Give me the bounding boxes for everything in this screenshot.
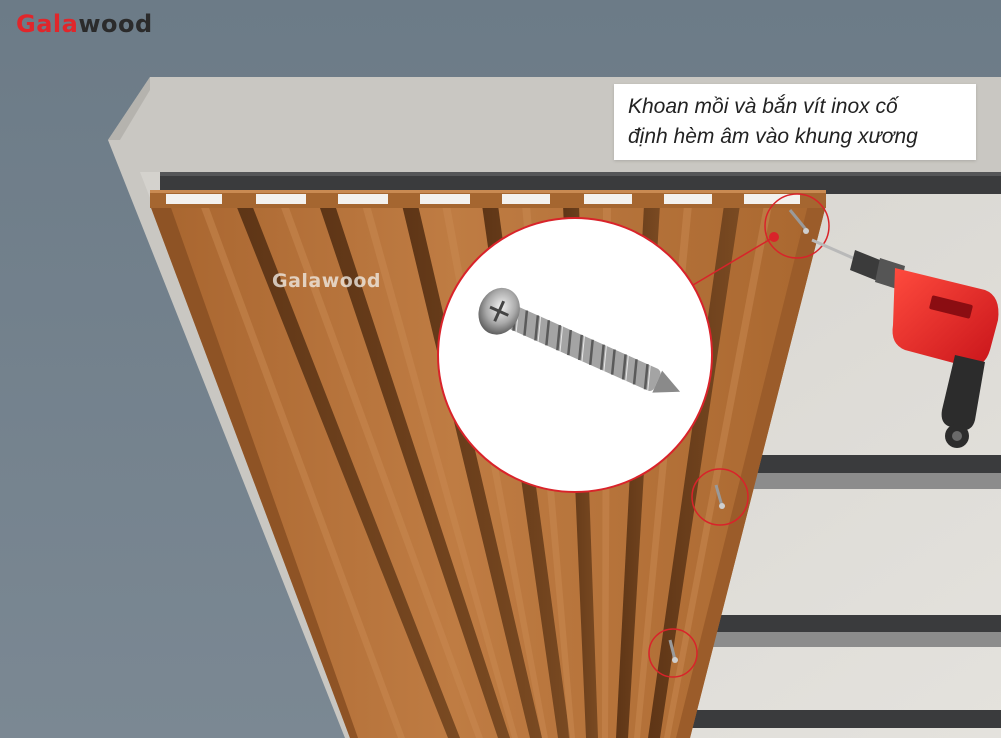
logo-part-gala: Gala — [16, 10, 79, 38]
frame-rail — [650, 710, 1001, 728]
stainless-screw-icon — [478, 287, 681, 393]
electric-drill-icon — [811, 238, 999, 448]
panel-screw — [668, 639, 678, 663]
callout-circle-top — [764, 193, 830, 259]
frame-rail-top — [160, 172, 1001, 194]
callout-circle-middle — [691, 468, 749, 526]
magnified-screw-view — [437, 217, 713, 493]
ceiling-slab-edge — [108, 77, 150, 140]
panel-screw — [788, 209, 810, 234]
panel-screw — [714, 484, 725, 509]
instruction-caption: Khoan mồi và bắn vít inox cố định hèm âm… — [614, 84, 976, 160]
caption-line-1: Khoan mồi và bắn vít inox cố — [628, 95, 898, 118]
callout-circle-bottom — [648, 628, 698, 678]
logo-part-wood: wood — [78, 10, 153, 38]
galawood-logo: Galawood — [16, 10, 153, 38]
panel-top-profile — [150, 190, 826, 208]
callout-leader-line — [692, 236, 775, 286]
watermark: Galawood — [272, 270, 382, 292]
caption-line-2: định hèm âm vào khung xương — [628, 125, 918, 148]
